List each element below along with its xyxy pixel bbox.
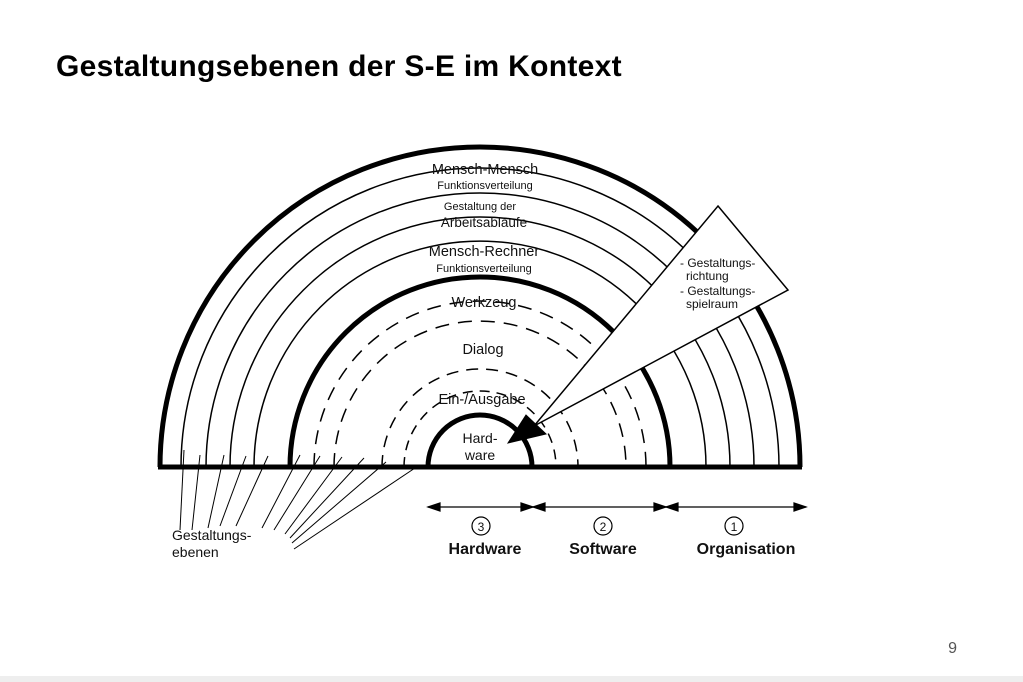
ring-label-mensch-mensch-sub: Funktionsverteilung bbox=[437, 180, 532, 192]
wedge-label-2: richtung bbox=[686, 269, 729, 283]
ring-hardware-core bbox=[425, 412, 535, 468]
segment-label: Software bbox=[569, 541, 637, 558]
levels-leader-lines bbox=[179, 449, 419, 550]
ring-label-hardware-2: ware bbox=[464, 447, 496, 463]
page-number: 9 bbox=[948, 640, 957, 657]
segment-hardware: 3 Hardware bbox=[449, 516, 522, 558]
wedge-label-3: - Gestaltungs- bbox=[680, 284, 755, 298]
segment-number: 3 bbox=[478, 520, 485, 534]
ring-dashed-3 bbox=[381, 368, 579, 468]
segment-number-circle bbox=[724, 516, 744, 536]
segment-label: Organisation bbox=[697, 541, 796, 558]
ring-outer-organisation bbox=[157, 144, 803, 468]
ring-dashed-1 bbox=[313, 300, 647, 468]
ring-thin-2 bbox=[205, 192, 755, 468]
ring-label-ein-ausgabe: Ein-/Ausgabe bbox=[438, 392, 525, 408]
ring-dashed-2 bbox=[333, 320, 627, 468]
segment-software: 2 Software bbox=[569, 516, 637, 558]
design-direction-arrowhead bbox=[506, 414, 548, 444]
ring-label-mensch-mensch: Mensch-Mensch bbox=[432, 162, 538, 178]
ring-label-hardware-1: Hard- bbox=[462, 430, 497, 446]
design-direction-wedge bbox=[533, 204, 790, 427]
segment-number: 2 bbox=[600, 520, 607, 534]
ring-label-werkzeug: Werkzeug bbox=[451, 295, 516, 311]
segment-number-circle bbox=[593, 516, 613, 536]
ring-label-gestaltung-1: Gestaltung der bbox=[444, 201, 516, 213]
segment-label: Hardware bbox=[449, 541, 522, 558]
ring-thin-3 bbox=[229, 216, 731, 468]
wedge-label-4: spielraum bbox=[686, 297, 738, 311]
segment-organisation: 1 Organisation bbox=[697, 516, 796, 558]
segment-arrow-line bbox=[426, 502, 808, 512]
ring-software-boundary bbox=[287, 274, 673, 468]
ring-thin-4 bbox=[253, 240, 707, 468]
slide-title: Gestaltungsebenen der S-E im Kontext bbox=[56, 50, 622, 83]
ring-dashed-4 bbox=[403, 390, 557, 468]
ring-thin-1 bbox=[180, 167, 780, 468]
segment-number-circle bbox=[471, 516, 491, 536]
levels-label-2: ebenen bbox=[172, 544, 219, 560]
footer-divider bbox=[0, 676, 1023, 682]
ring-label-mensch-rechner: Mensch-Rechner bbox=[429, 244, 540, 260]
ring-label-dialog: Dialog bbox=[462, 342, 503, 358]
ring-label-mensch-rechner-sub: Funktionsverteilung bbox=[436, 263, 531, 275]
ring-label-gestaltung-2: Arbeitsabläufe bbox=[441, 215, 527, 230]
levels-label-1: Gestaltungs- bbox=[172, 527, 252, 543]
segment-number: 1 bbox=[731, 520, 738, 534]
wedge-label-1: - Gestaltungs- bbox=[680, 256, 755, 270]
